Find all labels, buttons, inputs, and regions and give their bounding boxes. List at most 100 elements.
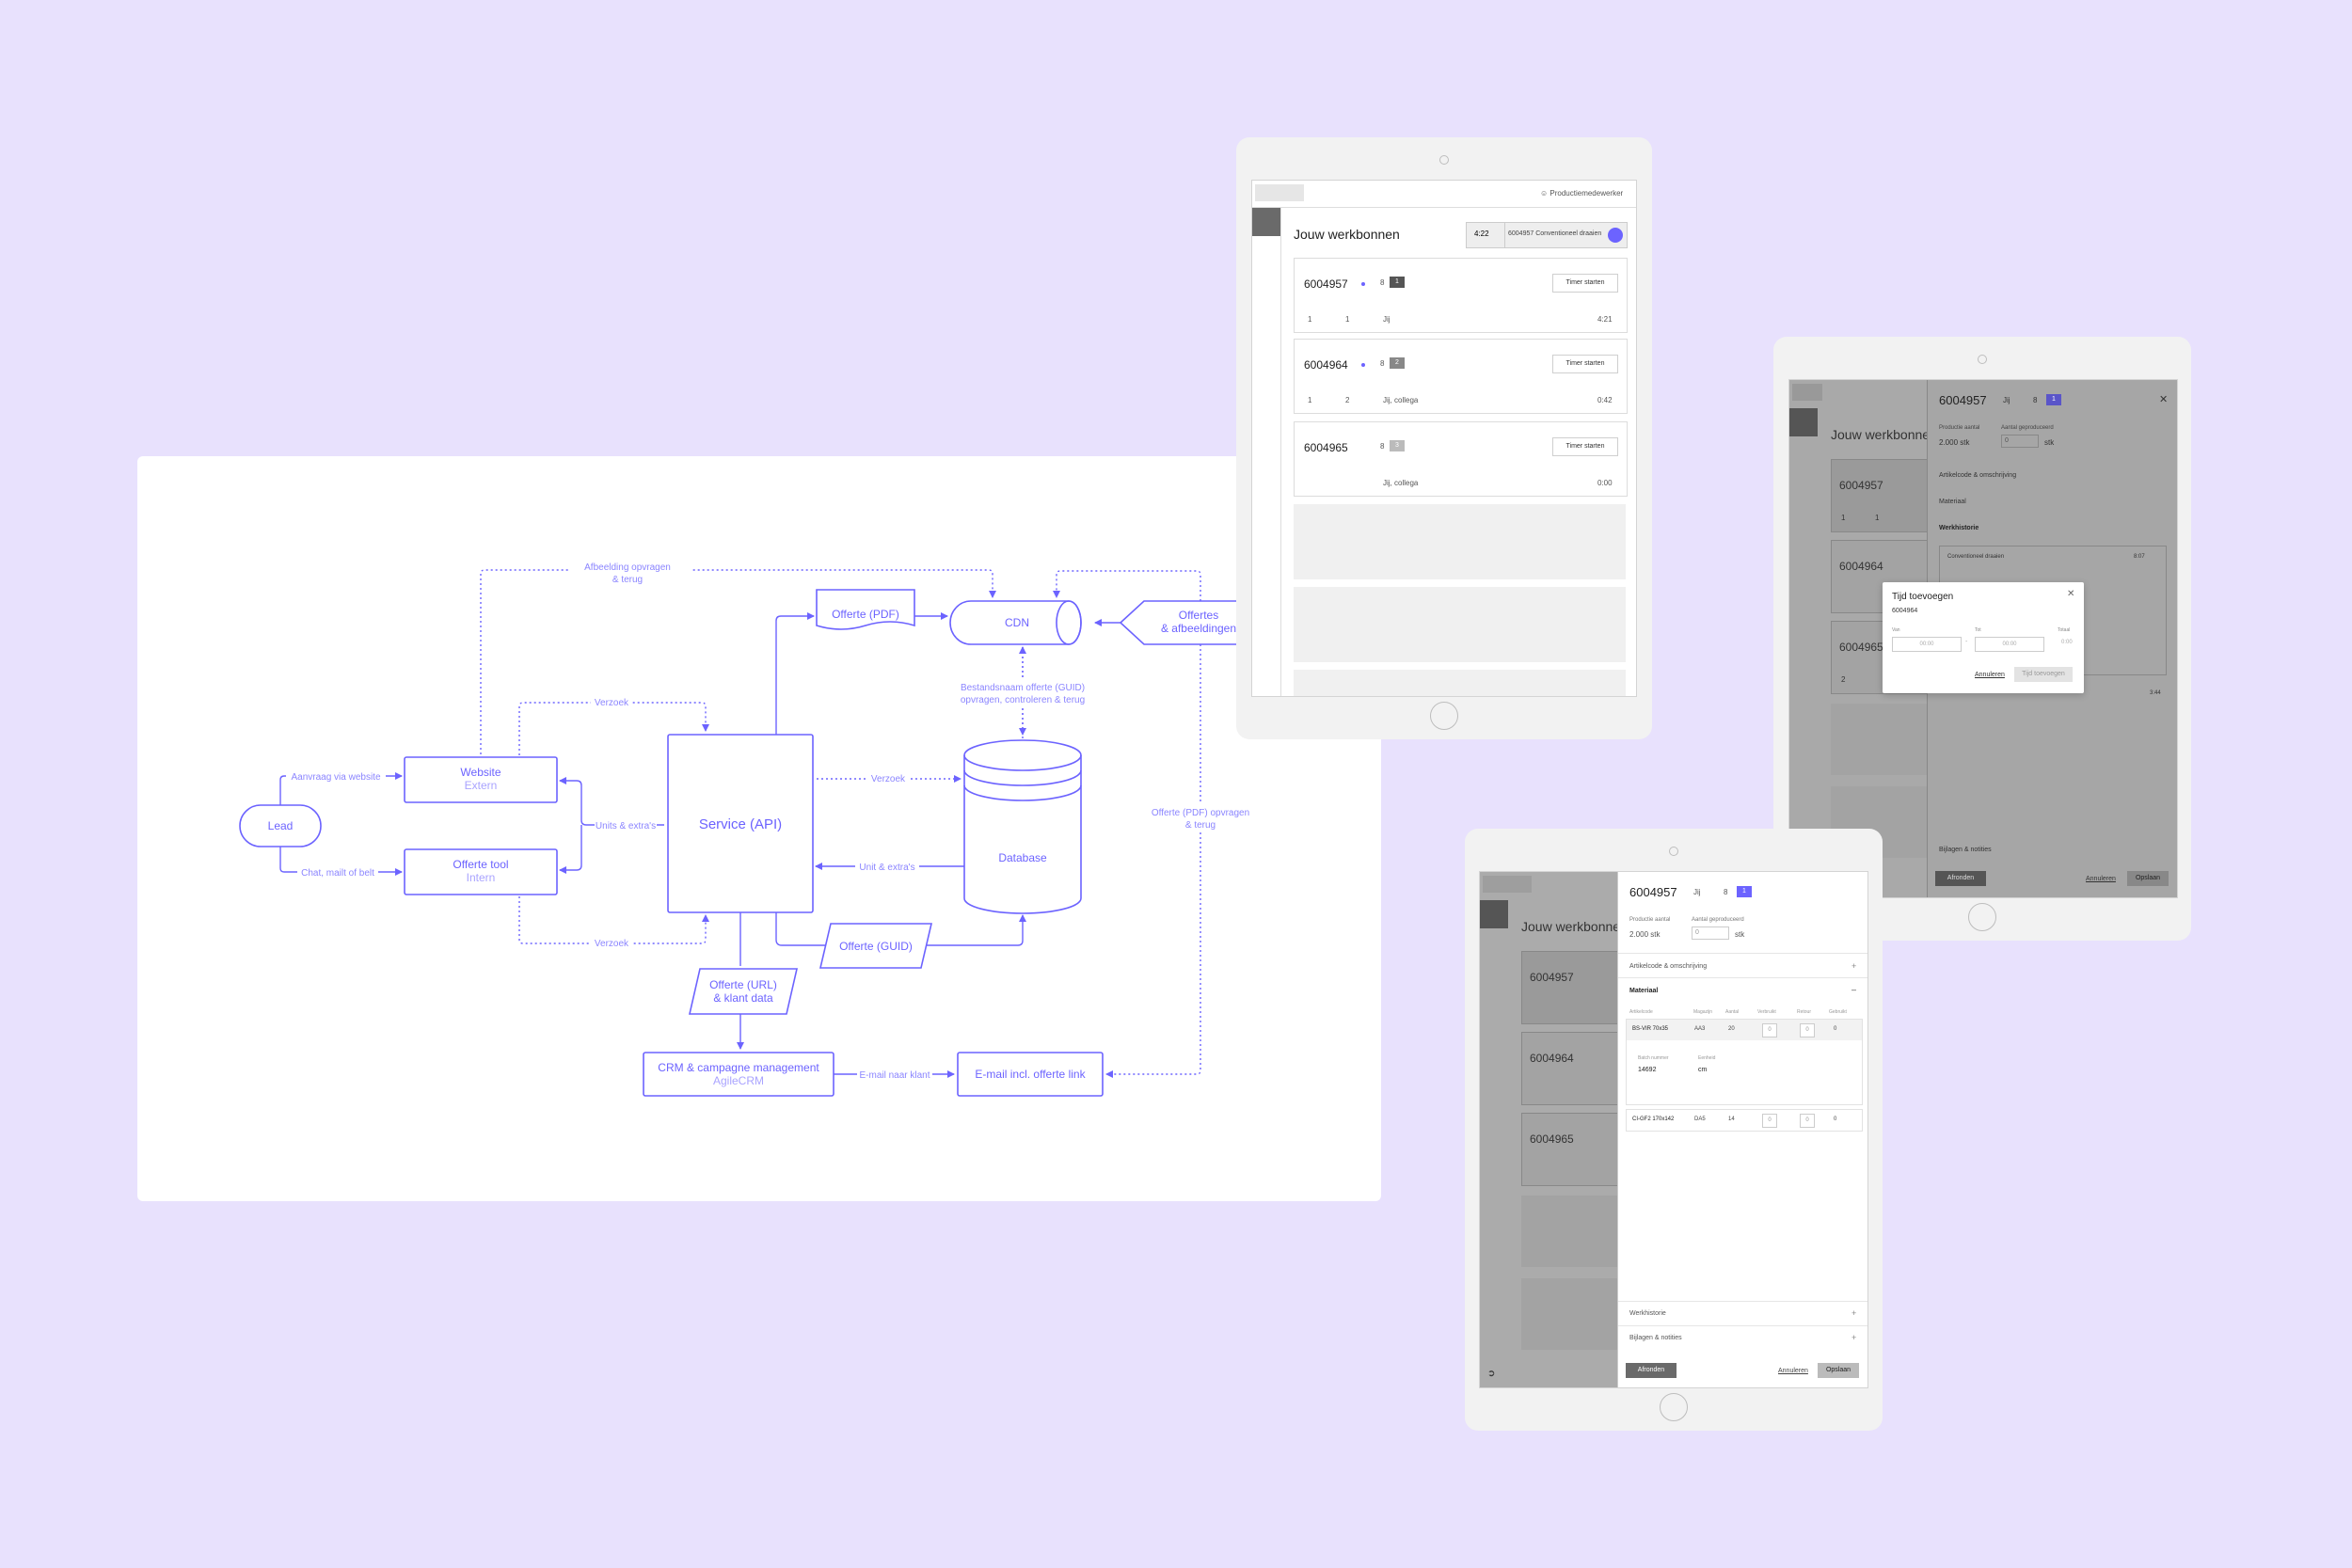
verbruikt-input[interactable]: 0 xyxy=(1762,1114,1777,1128)
tablet-time-modal: Jouw werkbonnen 6004957 1 1 6004964 6004… xyxy=(1773,337,2191,941)
cancel-link[interactable]: Annuleren xyxy=(2086,876,2116,882)
crm-sublabel: AgileCRM xyxy=(713,1074,764,1087)
start-timer-button[interactable]: Timer starten xyxy=(1552,355,1618,373)
save-button[interactable]: Opslaan xyxy=(1818,1363,1859,1378)
col-header: Retour xyxy=(1797,1009,1812,1015)
order-badge: 3 xyxy=(1390,440,1405,451)
start-timer-button[interactable]: Timer starten xyxy=(1552,437,1618,456)
expand-icon[interactable]: + xyxy=(1851,1308,1857,1318)
order-id: 6004964 xyxy=(1530,1052,1574,1065)
finish-button[interactable]: Afronden xyxy=(1626,1363,1677,1378)
product-label: Productie aantal xyxy=(1629,917,1671,923)
edge-unit-db: Unit & extra's xyxy=(859,863,914,873)
clipboard-icon[interactable] xyxy=(1789,408,1818,436)
camera-icon xyxy=(1978,355,1987,364)
clipboard-icon[interactable] xyxy=(1252,208,1280,236)
edge-pdf-opvragen: Offerte (PDF) opvragen xyxy=(1152,808,1249,818)
section-attachments[interactable]: Bijlagen & notities xyxy=(1629,1335,1682,1341)
home-button[interactable] xyxy=(1660,1393,1688,1421)
history-title: Conventioneel draaien xyxy=(1947,554,2005,560)
finish-button[interactable]: Afronden xyxy=(1935,871,1986,886)
home-button[interactable] xyxy=(1430,702,1458,730)
detail-assignee: Jij xyxy=(1693,888,1701,896)
work-order-card[interactable]: 6004964 xyxy=(1521,1032,1619,1105)
logout-icon[interactable]: ➲ xyxy=(1487,1369,1496,1379)
lead-label: Lead xyxy=(268,819,294,832)
unit-label: stk xyxy=(1735,930,1745,939)
verbruikt-input[interactable]: 0 xyxy=(1762,1023,1777,1037)
cell-gebruikt: 0 xyxy=(1834,1117,1837,1122)
modal-close-icon[interactable]: ✕ xyxy=(2067,589,2075,599)
from-input[interactable]: 00:00 xyxy=(1892,637,1962,652)
cancel-link[interactable]: Annuleren xyxy=(1778,1368,1808,1374)
save-button[interactable]: Opslaan xyxy=(2127,871,2169,886)
offerte-pdf-label: Offerte (PDF) xyxy=(832,608,899,621)
retour-input[interactable]: 0 xyxy=(1800,1114,1815,1128)
order-time: 4:21 xyxy=(1597,315,1613,324)
modal-cancel-link[interactable]: Annuleren xyxy=(1975,672,2005,678)
edge-verzoek-mid: Verzoek xyxy=(871,774,906,784)
work-order-card[interactable]: 6004957 1 1 xyxy=(1831,459,1929,532)
offerte-url-label: Offerte (URL) xyxy=(709,978,777,991)
table-row: CI-GF2 170x142 DA5 14 0 0 0 xyxy=(1626,1109,1863,1132)
work-order-card[interactable]: 6004957 8 1 Timer starten 1 1 Jij 4:21 xyxy=(1294,258,1628,333)
order-count: 8 xyxy=(1380,442,1385,451)
work-order-card[interactable]: 6004957 xyxy=(1521,951,1619,1024)
produced-input[interactable]: 0 xyxy=(2001,435,2039,448)
history-total: 3:44 xyxy=(2150,690,2161,696)
col-header: Aantal xyxy=(1725,1009,1740,1015)
work-order-card[interactable]: 6004964 8 2 Timer starten 1 2 Jij, colle… xyxy=(1294,339,1628,414)
cell-aantal: 14 xyxy=(1728,1117,1735,1122)
close-icon[interactable]: ✕ xyxy=(2159,394,2169,405)
section-werkhistorie[interactable]: Werkhistorie xyxy=(1939,525,1979,531)
total-value: 0:00 xyxy=(2061,640,2073,645)
email-label: E-mail incl. offerte link xyxy=(975,1068,1086,1081)
to-label: Tot xyxy=(1975,627,1981,633)
to-input[interactable]: 00:00 xyxy=(1975,637,2044,652)
detail-order-id: 6004957 xyxy=(1939,393,1987,407)
expand-icon[interactable]: + xyxy=(1851,961,1857,971)
active-timer[interactable]: 4:22 6004957 Conventioneel draaien xyxy=(1466,222,1628,248)
section-werkhistorie[interactable]: Werkhistorie xyxy=(1629,1310,1666,1317)
page-title: Jouw werkbonnen xyxy=(1831,427,1937,442)
product-label: Productie aantal xyxy=(1939,425,1980,431)
database-label: Database xyxy=(998,851,1047,864)
section-attachments[interactable]: Bijlagen & notities xyxy=(1939,847,1992,853)
klant-data-label: & klant data xyxy=(713,991,773,1005)
add-time-button[interactable]: Tijd toevoegen xyxy=(2014,667,2073,682)
collapse-icon[interactable]: – xyxy=(1851,985,1857,994)
section-materiaal[interactable]: Materiaal xyxy=(1629,988,1659,994)
cell-gebruikt: 0 xyxy=(1834,1026,1837,1032)
files-count: 1 xyxy=(1841,514,1846,522)
website-node xyxy=(404,756,558,803)
edge-verzoek-top: Verzoek xyxy=(595,698,629,708)
section-materiaal[interactable]: Materiaal xyxy=(1939,499,1966,505)
retour-input[interactable]: 0 xyxy=(1800,1023,1815,1037)
col-header: Gebruikt xyxy=(1829,1009,1847,1015)
stop-timer-icon[interactable] xyxy=(1608,228,1623,243)
work-order-card[interactable]: 6004965 8 3 Timer starten Jij, collega 0… xyxy=(1294,421,1628,497)
edge-chat: Chat, mailt of belt xyxy=(301,868,374,879)
section-artikel[interactable]: Artikelcode & omschrijving xyxy=(1939,472,2017,479)
offerte-guid-label: Offerte (GUID) xyxy=(839,940,913,953)
clipboard-icon[interactable] xyxy=(1480,900,1508,928)
section-artikel[interactable]: Artikelcode & omschrijving xyxy=(1629,963,1708,970)
produced-input[interactable]: 0 xyxy=(1692,927,1729,940)
expand-icon[interactable]: + xyxy=(1851,1333,1857,1342)
order-id: 6004957 xyxy=(1304,277,1348,291)
edge-units: Units & extra's xyxy=(596,821,656,832)
start-timer-button[interactable]: Timer starten xyxy=(1552,274,1618,293)
offerte-pdf-node xyxy=(816,589,915,630)
detail-count: 8 xyxy=(1724,888,1728,896)
comments-count: 1 xyxy=(1345,315,1350,324)
website-sublabel: Extern xyxy=(465,779,498,792)
work-order-card[interactable]: 6004965 xyxy=(1521,1113,1619,1186)
page-title: Jouw werkbonnen xyxy=(1294,227,1400,242)
home-button[interactable] xyxy=(1968,903,1996,931)
offerte-tool-sublabel: Intern xyxy=(467,871,496,884)
edge-afbeelding-label-2: & terug xyxy=(612,575,643,585)
total-label: Totaal xyxy=(2058,627,2071,633)
detail-badge: 1 xyxy=(2046,394,2061,405)
made-label: Aantal geproduceerd xyxy=(2001,425,2054,431)
order-count: 8 xyxy=(1380,278,1385,287)
